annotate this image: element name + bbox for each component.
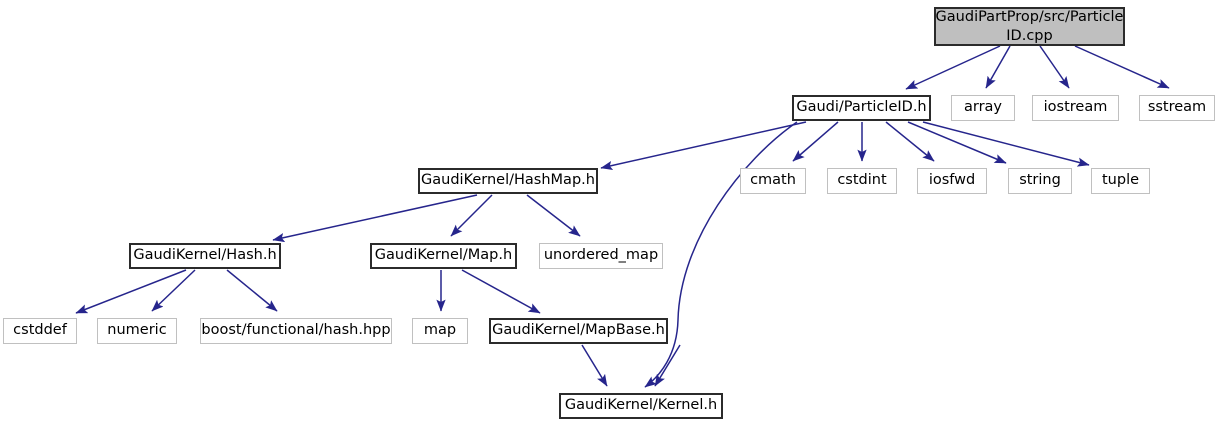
dependency-edge	[907, 121, 1007, 164]
dependency-edge	[654, 344, 681, 387]
dependency-edge	[792, 121, 839, 162]
graph-node-label: sstream	[1147, 99, 1207, 116]
dependency-edge	[226, 269, 278, 312]
graph-node[interactable]: Gaudi/ParticleID.h	[792, 95, 931, 121]
graph-node[interactable]: GaudiKernel/Map.h	[370, 243, 517, 269]
graph-node[interactable]: cmath	[740, 168, 806, 194]
dependency-edge	[1039, 45, 1070, 89]
dependency-edge	[985, 45, 1011, 89]
graph-node-label: iosfwd	[928, 172, 976, 189]
graph-node-label: unordered_map	[543, 247, 659, 264]
dependency-edge	[450, 194, 493, 237]
graph-node[interactable]: GaudiKernel/HashMap.h	[418, 168, 598, 194]
graph-node-label: cstdint	[837, 172, 887, 189]
graph-node[interactable]: iostream	[1032, 95, 1119, 121]
dependency-edge	[905, 45, 1001, 90]
graph-node[interactable]: boost/functional/hash.hpp	[200, 318, 392, 344]
dependency-edge	[151, 269, 196, 312]
graph-node-label: GaudiPartProp/src/Particle	[935, 8, 1124, 25]
graph-node[interactable]: array	[951, 95, 1015, 121]
graph-node-label: numeric	[107, 322, 167, 339]
graph-node[interactable]: iosfwd	[917, 168, 987, 194]
graph-node[interactable]: GaudiKernel/Kernel.h	[559, 393, 723, 419]
graph-node-label: array	[963, 99, 1003, 116]
dependency-edge	[644, 121, 798, 388]
graph-node-label: Gaudi/ParticleID.h	[796, 99, 927, 116]
dependency-edge	[526, 194, 581, 237]
graph-node-label: GaudiKernel/Hash.h	[133, 247, 277, 264]
dependency-edge	[272, 194, 478, 243]
dependency-edge	[885, 121, 935, 162]
dependency-edge	[75, 269, 187, 314]
graph-node-label: tuple	[1101, 172, 1140, 189]
graph-node-label: boost/functional/hash.hpp	[201, 322, 391, 339]
graph-node[interactable]: unordered_map	[539, 243, 663, 269]
graph-node[interactable]: map	[412, 318, 468, 344]
graph-node-label: map	[423, 322, 457, 339]
graph-node[interactable]: cstdint	[827, 168, 897, 194]
graph-node-label: string	[1019, 172, 1061, 189]
graph-node-label: ID.cpp	[1006, 27, 1053, 44]
graph-node[interactable]: numeric	[97, 318, 177, 344]
graph-node[interactable]: tuple	[1091, 168, 1150, 194]
dependency-edge	[1074, 45, 1170, 89]
graph-node[interactable]: GaudiKernel/MapBase.h	[489, 318, 668, 344]
graph-node-label: GaudiKernel/MapBase.h	[492, 322, 665, 339]
graph-node[interactable]: string	[1008, 168, 1072, 194]
dependency-edge	[600, 121, 807, 171]
dependency-edge	[581, 344, 608, 387]
dependency-edge	[922, 121, 1090, 167]
graph-node-label: cstddef	[13, 322, 67, 339]
dependency-edge	[461, 269, 541, 314]
graph-node-label: GaudiKernel/Map.h	[374, 247, 513, 264]
graph-node[interactable]: sstream	[1139, 95, 1215, 121]
graph-node-label: GaudiKernel/HashMap.h	[421, 172, 595, 189]
graph-node-label: iostream	[1043, 99, 1108, 116]
graph-node-label: cmath	[750, 172, 796, 189]
graph-node[interactable]: GaudiKernel/Hash.h	[129, 243, 281, 269]
graph-node-label: GaudiKernel/Kernel.h	[564, 397, 718, 414]
graph-node[interactable]: cstddef	[3, 318, 77, 344]
